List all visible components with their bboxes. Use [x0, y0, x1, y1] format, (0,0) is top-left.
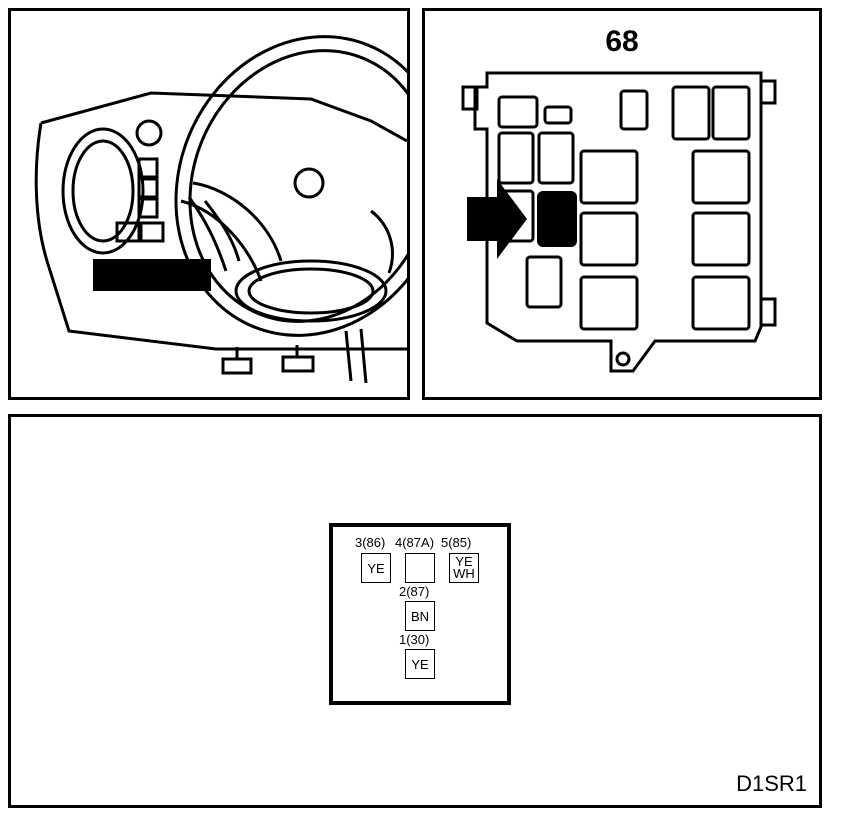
pin-2-cavity: BN [405, 601, 435, 631]
highlighted-relay [537, 191, 577, 247]
pin-label-4: 4(87A) [395, 535, 435, 550]
pin-label-1: 1(30) [399, 632, 430, 647]
pin-label-2: 2(87) [399, 584, 430, 599]
arrow-right-icon [467, 179, 527, 259]
pin-4-cavity [405, 553, 435, 583]
connector-panel: 3(86) 4(87A) 5(85) YE YE WH 2(87) BN 1(3… [8, 414, 822, 808]
diagram-code: D1SR1 [736, 771, 807, 796]
pin-5-wire-color-2: WH [453, 566, 475, 581]
pin-3-cavity: YE [361, 553, 391, 583]
fuse-panel-marker [93, 259, 211, 291]
dashboard-illustration [34, 35, 407, 384]
pin-1-cavity: YE [405, 649, 435, 679]
pin-label-5: 5(85) [441, 535, 472, 550]
pin-5-wire-color-1: YE [455, 554, 473, 569]
fuse-box-panel: 68 [422, 8, 822, 400]
relay-connector: 3(86) 4(87A) 5(85) YE YE WH 2(87) BN 1(3… [329, 523, 511, 705]
fuse-box-number: 68 [605, 25, 639, 58]
pin-label-3: 3(86) [355, 535, 386, 550]
fuse-box-illustration [461, 71, 777, 373]
pin-5-cavity: YE WH [449, 553, 479, 583]
dashboard-location-panel [8, 8, 410, 400]
